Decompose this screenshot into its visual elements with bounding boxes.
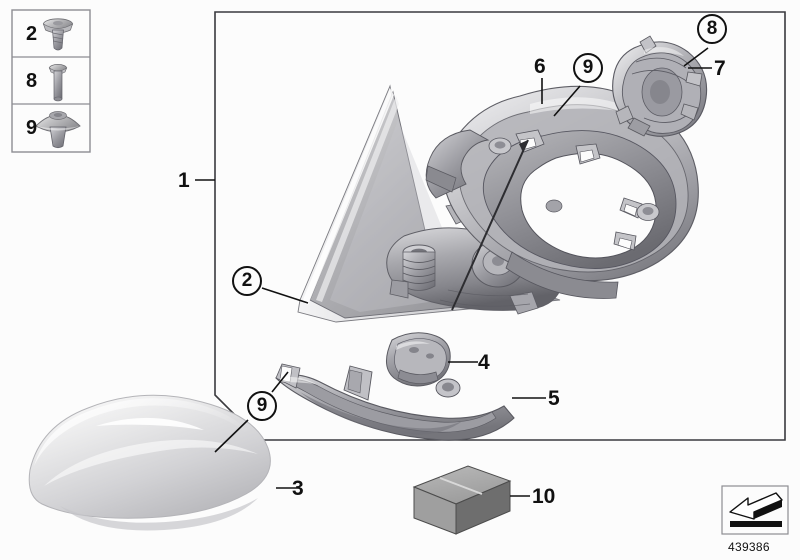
- fastener-legend-box: [11, 9, 91, 153]
- legend-number-8: 8: [26, 70, 38, 92]
- callout-label-6[interactable]: 6: [534, 55, 546, 78]
- callout-label-7[interactable]: 7: [714, 57, 726, 80]
- callout-label-8[interactable]: 8: [697, 14, 727, 44]
- assembly-direction-arrow: [451, 139, 529, 311]
- lower-trim-frame: [275, 363, 515, 441]
- callout-label-9-carrier[interactable]: 9: [573, 53, 603, 83]
- carrier-clip-tabs: [515, 129, 643, 251]
- expanding-clip-rivet-icon: [35, 111, 81, 149]
- repair-kit-box: [412, 465, 512, 535]
- mirror-adjustment-motor: [612, 35, 708, 137]
- callout-label-2[interactable]: 2: [232, 266, 262, 296]
- pin-rivet-icon: [48, 64, 68, 102]
- callout-label-10[interactable]: 10: [532, 485, 556, 508]
- diagram-id-number: 439386: [728, 540, 770, 554]
- bellows-column: [402, 244, 436, 291]
- mirror-housing-carrier: [425, 85, 699, 299]
- assembly-group-boundary: [214, 11, 786, 441]
- callout-label-5[interactable]: 5: [548, 387, 560, 410]
- legend-number-9: 9: [26, 117, 38, 139]
- callout-leader-lines: [195, 47, 712, 497]
- flat-head-screw-icon: [42, 18, 74, 51]
- direction-arrow-icon: [721, 485, 789, 535]
- callout-label-3[interactable]: 3: [292, 477, 304, 500]
- callout-label-4[interactable]: 4: [478, 351, 490, 374]
- lower-filler-piece: [386, 332, 451, 387]
- callout-label-9-trim[interactable]: 9: [247, 391, 277, 421]
- mirror-cover-cap: [28, 394, 271, 531]
- callout-label-1[interactable]: 1: [178, 169, 190, 192]
- legend-number-2: 2: [26, 23, 38, 45]
